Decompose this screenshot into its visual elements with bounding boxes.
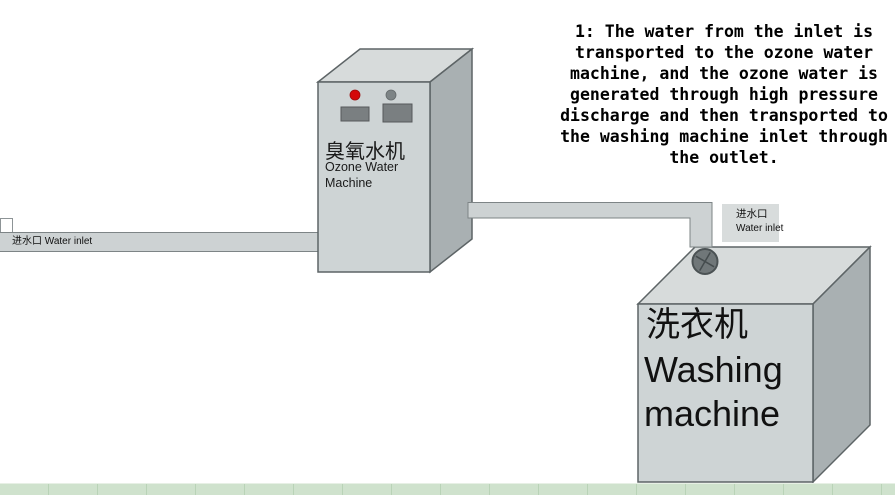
red-indicator-led-icon (349, 89, 361, 101)
ozone-machine (315, 47, 475, 274)
water-inlet-pipe-label: 进水口 Water inlet (12, 236, 93, 247)
water-inlet-stub (0, 218, 13, 234)
washing-inlet-label-en: Water inlet (736, 223, 784, 234)
washing-machine-title-en: Washing machine (644, 349, 783, 434)
washing-machine (636, 245, 872, 484)
control-button-large (382, 103, 413, 123)
washing-machine-title-zh: 洗衣机 (646, 305, 748, 345)
washing-machine-front-face (637, 303, 814, 483)
ozone-machine-title-en: Ozone Water Machine (325, 160, 399, 190)
washing-inlet-label-box: 进水口 Water inlet (722, 204, 784, 242)
outlet-pipe (467, 202, 713, 248)
pipe-valve-icon (691, 248, 719, 275)
floor-strip (0, 483, 895, 495)
gray-indicator-led-icon (385, 89, 397, 101)
control-button-small (340, 106, 370, 122)
ozone-machine-title-zh: 臭氧水机 (325, 139, 405, 163)
ozone-machine-side-face (429, 47, 473, 274)
washing-inlet-label-zh: 进水口 (736, 208, 768, 220)
valve-cross-line (699, 252, 711, 271)
note-text: 1: The water from the inlet is transport… (560, 22, 888, 167)
